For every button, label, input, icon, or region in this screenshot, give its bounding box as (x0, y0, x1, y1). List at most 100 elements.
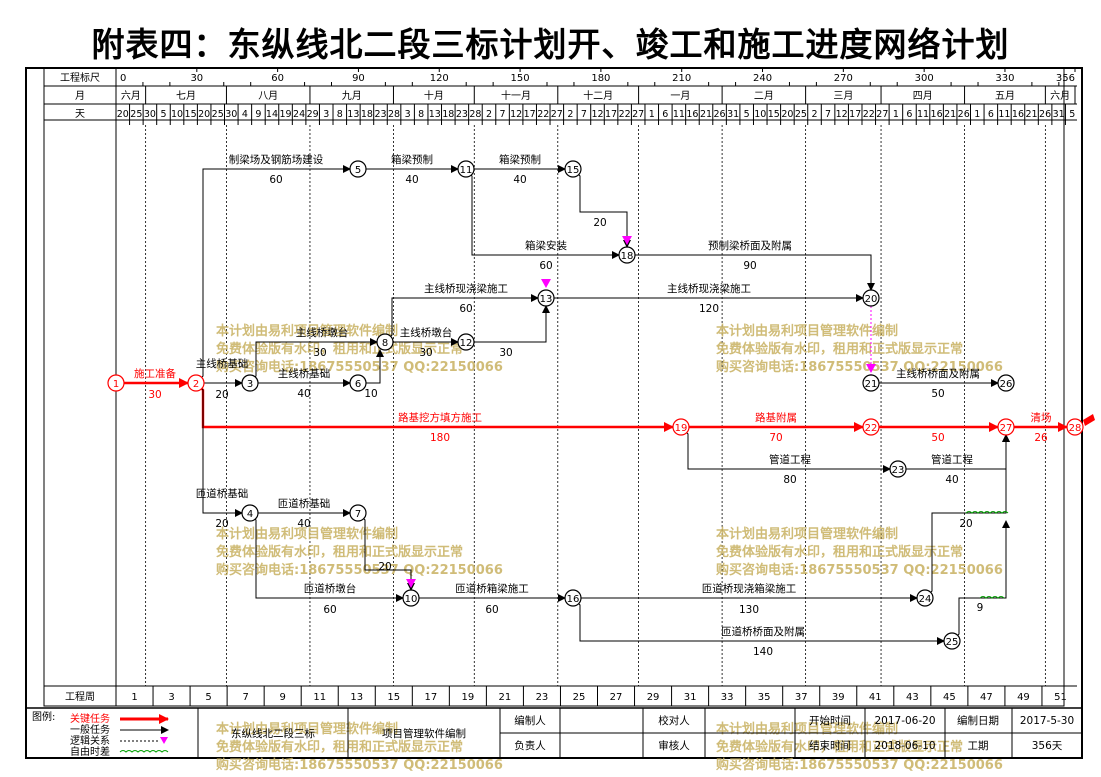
date-value: 2017-5-30 (1020, 715, 1074, 727)
day-label: 6 (662, 109, 668, 120)
event-node (107, 374, 125, 392)
watermark-text: 免费体验版有水印，租用和正式版显示正常 (716, 341, 963, 357)
event-node-label: 24 (919, 594, 932, 605)
activity-arrow-4-10 (254, 518, 404, 602)
watermark-text: 本计划由易利项目管理软件编制 (716, 721, 898, 737)
day-label: 23 (374, 109, 386, 120)
day-label: 30 (225, 109, 237, 120)
event-node (889, 460, 907, 478)
week-label: 27 (610, 692, 623, 703)
month-label: 七月 (176, 90, 196, 102)
day-label: 10 (754, 109, 766, 120)
milestone-flag (866, 364, 876, 373)
day-label: 7 (581, 109, 587, 120)
activity-arrow-8-13 (390, 294, 539, 337)
activity-duration: 140 (753, 646, 773, 658)
day-label: 20 (781, 109, 793, 120)
day-label: 8 (337, 109, 343, 120)
month-label: 九月 (342, 90, 362, 102)
day-label: 17 (849, 109, 861, 120)
day-label: 29 (307, 109, 319, 120)
event-node-label: 26 (1000, 379, 1013, 390)
month-label: 八月 (258, 90, 278, 102)
event-node-label: 18 (621, 251, 634, 262)
week-label: 21 (499, 692, 512, 703)
day-label: 16 (1012, 109, 1024, 120)
activity-duration: 60 (269, 174, 282, 186)
day-label: 22 (863, 109, 875, 120)
day-label: 20 (198, 109, 210, 120)
day-label: 27 (876, 109, 888, 120)
activity-name: 箱梁安装 (525, 239, 567, 252)
activity-duration: 50 (931, 432, 944, 444)
day-label: 27 (632, 109, 644, 120)
event-node-label: 12 (460, 338, 473, 349)
activity-duration: 90 (743, 260, 756, 272)
week-label: 51 (1054, 692, 1067, 703)
day-label: 12 (836, 109, 848, 120)
week-label: 19 (461, 692, 474, 703)
footer-block: 图例:关键任务一般任务逻辑关系自由时差东纵线北二段三标项目管理软件编制编制人校对… (26, 707, 1082, 758)
week-label: 33 (721, 692, 734, 703)
week-label: 7 (242, 692, 248, 703)
activity-duration: 30 (499, 347, 512, 359)
watermark-text: 购买咨询电话:18675550537 QQ:22150066 (716, 562, 1003, 578)
activity-name: 路基挖方填方施工 (398, 411, 482, 424)
start-label: 开始时间 (809, 714, 851, 727)
activity-arrow-12-13 (474, 305, 550, 343)
activity-name: 预制梁桥面及附属 (708, 239, 792, 252)
header-row-label: 天 (75, 109, 85, 120)
activity-name: 制梁场及钢筋场建设 (229, 153, 324, 166)
activity-duration: 50 (931, 388, 944, 400)
day-label: 5 (160, 109, 166, 120)
event-node (862, 418, 880, 436)
watermark-text: 免费体验版有水印，租用和正式版显示正常 (216, 739, 463, 755)
watermark-text: 购买咨询电话:18675550537 QQ:22150066 (716, 359, 1003, 375)
event-node (916, 589, 934, 607)
day-label: 12 (510, 109, 522, 120)
activity-arrow-3-8 (254, 338, 378, 378)
event-node-label: 28 (1069, 423, 1082, 434)
event-node-label: 5 (355, 165, 361, 176)
event-node (241, 504, 259, 522)
end-label: 结束时间 (809, 739, 851, 752)
event-node-label: 15 (567, 165, 580, 176)
scale-tick-label: 270 (834, 73, 853, 84)
day-label: 11 (673, 109, 685, 120)
scale-tick-label: 90 (352, 73, 365, 84)
scale-tick-label: 150 (511, 73, 530, 84)
milestone-flag (406, 579, 416, 588)
week-label: 13 (350, 692, 363, 703)
day-label: 7 (825, 109, 831, 120)
milestone-flag (622, 236, 632, 245)
day-label: 31 (727, 109, 739, 120)
event-node (457, 160, 475, 178)
activity-name: 管道工程 (931, 453, 973, 466)
activity-duration: 30 (313, 347, 326, 359)
day-label: 16 (686, 109, 698, 120)
week-label: 35 (758, 692, 771, 703)
week-label: 17 (424, 692, 437, 703)
day-label: 19 (279, 109, 291, 120)
day-label: 25 (130, 109, 142, 120)
milestone-flag (541, 279, 551, 288)
event-node-label: 21 (865, 379, 878, 390)
activity-duration: 60 (459, 303, 472, 315)
day-label: 14 (266, 109, 278, 120)
watermark-text: 本计划由易利项目管理软件编制 (216, 323, 398, 339)
start-value: 2017-06-20 (874, 715, 935, 727)
activity-name: 主线桥墩台 (400, 326, 453, 339)
watermark-text: 本计划由易利项目管理软件编制 (716, 323, 898, 339)
day-label: 2 (811, 109, 817, 120)
day-label: 17 (605, 109, 617, 120)
month-label: 六月 (121, 90, 141, 102)
month-label: 六月 (1050, 90, 1070, 102)
activity-duration: 40 (513, 174, 526, 186)
day-label: 2 (486, 109, 492, 120)
header-row-label: 工程标尺 (60, 72, 100, 84)
editor-label: 编制人 (514, 714, 546, 727)
day-label: 15 (185, 109, 197, 120)
software-note: 项目管理软件编制 (382, 727, 466, 740)
activity-name: 路基附属 (755, 411, 797, 424)
